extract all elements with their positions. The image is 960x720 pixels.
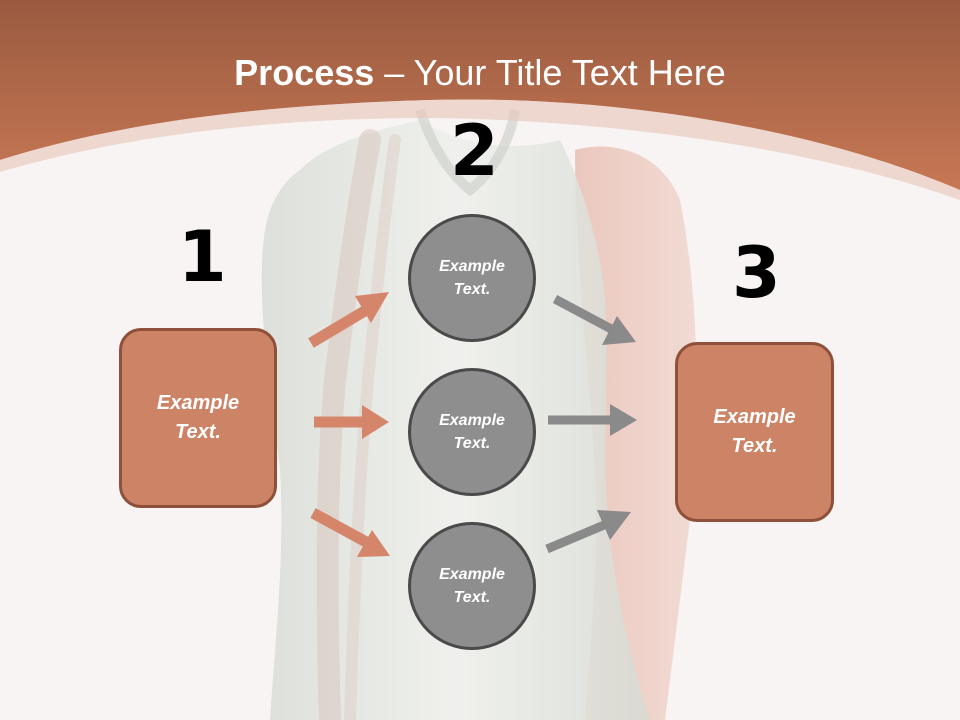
- step-1-text: Example Text.: [156, 392, 240, 443]
- title-rest: – Your Title Text Here: [374, 52, 726, 93]
- step-2-text-top: Example Text.: [439, 258, 505, 298]
- title-bold: Process: [234, 52, 375, 93]
- step-2-circle-middle: Example Text.: [408, 368, 536, 496]
- arrow-bottom-circle-to-step3: [545, 510, 631, 554]
- slide-title: Process – Your Title Text Here: [0, 52, 960, 94]
- arrow-middle-circle-to-step3: [548, 404, 637, 436]
- arrow-to-bottom-circle: [310, 508, 390, 557]
- step-2-number: 2: [450, 110, 499, 192]
- step-2-circle-top: Example Text.: [408, 214, 536, 342]
- step-3-text: Example Text.: [713, 406, 796, 457]
- arrow-top-circle-to-step3: [552, 295, 636, 345]
- step-3-number: 3: [732, 232, 781, 314]
- step-1-number: 1: [178, 216, 227, 298]
- step-2-text-middle: Example Text.: [439, 412, 505, 452]
- step-2-text-bottom: Example Text.: [439, 566, 505, 606]
- arrow-to-top-circle: [308, 292, 389, 348]
- step-1-box: Example Text.: [119, 328, 277, 508]
- arrow-to-middle-circle: [314, 405, 389, 439]
- step-3-box: Example Text.: [675, 342, 834, 522]
- step-2-circle-bottom: Example Text.: [408, 522, 536, 650]
